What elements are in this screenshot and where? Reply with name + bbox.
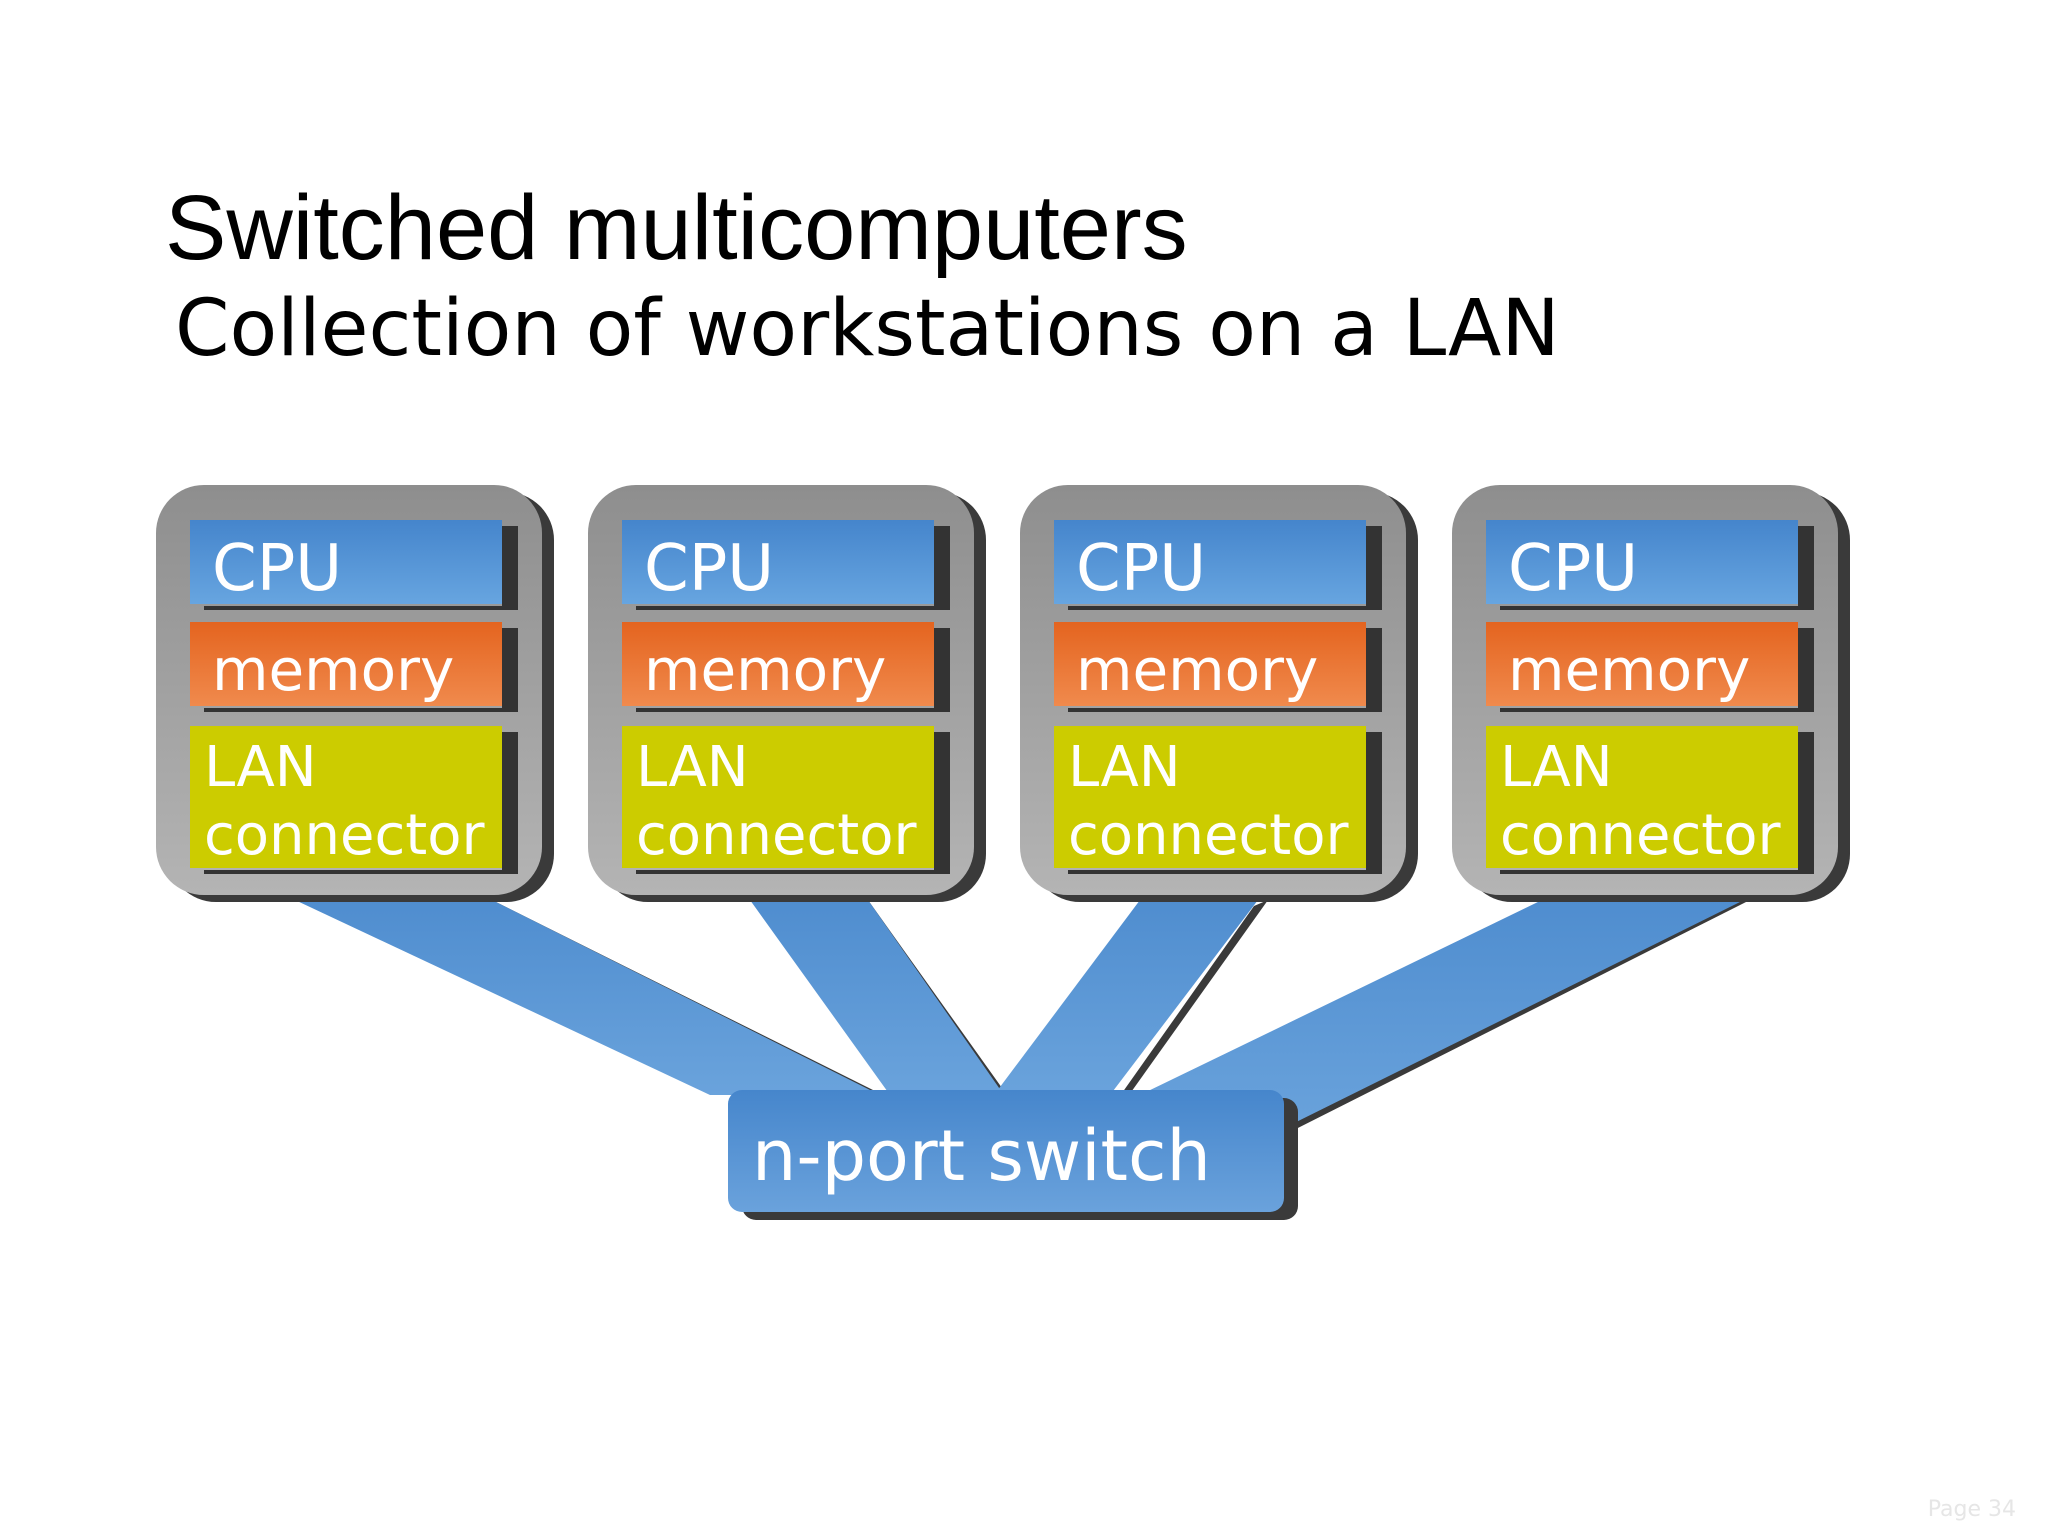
lan-label-line1: LAN [636,735,749,800]
lan-connector-block [1486,726,1798,868]
lan-label-line2: connector [1500,803,1781,868]
cpu-label: CPU [644,532,774,606]
n-port-switch: n-port switch [728,1090,1298,1220]
lan-label-line1: LAN [204,735,317,800]
link-2 [750,900,1004,1095]
link-3 [994,900,1258,1095]
lan-links [295,896,1750,1136]
lan-label-line2: connector [204,803,485,868]
lan-connector-block [622,726,934,868]
link-1 [295,900,880,1095]
lan-label-line1: LAN [1068,735,1181,800]
workstation-1: CPU memory LAN connector [156,485,554,902]
lan-connector-block [1054,726,1366,868]
memory-block [1054,622,1366,706]
lan-label-line2: connector [1068,803,1349,868]
workstation-4: CPU memory LAN connector [1452,485,1850,902]
memory-label: memory [212,636,454,704]
link-4-shadow [1282,896,1750,1136]
page-number: Page 34 [1927,1497,2016,1522]
memory-label: memory [644,636,886,704]
cpu-label: CPU [212,532,342,606]
lan-connector-block [190,726,502,868]
cpu-label: CPU [1508,532,1638,606]
lan-label-line1: LAN [1500,735,1613,800]
slide-subtitle: Collection of workstations on a LAN [175,284,1560,374]
memory-block [1486,622,1798,706]
link-3-shadow [1110,900,1268,1110]
link-4 [1140,900,1744,1135]
cpu-label: CPU [1076,532,1206,606]
switch-box [728,1090,1284,1212]
cpu-block [622,520,934,604]
memory-label: memory [1508,636,1750,704]
workstation-2: CPU memory LAN connector [588,485,986,902]
workstation-3: CPU memory LAN connector [1020,485,1418,902]
cpu-block [1054,520,1366,604]
cpu-block [1486,520,1798,604]
cpu-block [190,520,502,604]
memory-block [190,622,502,706]
slide-title: Switched multicomputers [165,177,1188,279]
memory-label: memory [1076,636,1318,704]
lan-label-line2: connector [636,803,917,868]
switch-label: n-port switch [752,1115,1211,1197]
memory-block [622,622,934,706]
